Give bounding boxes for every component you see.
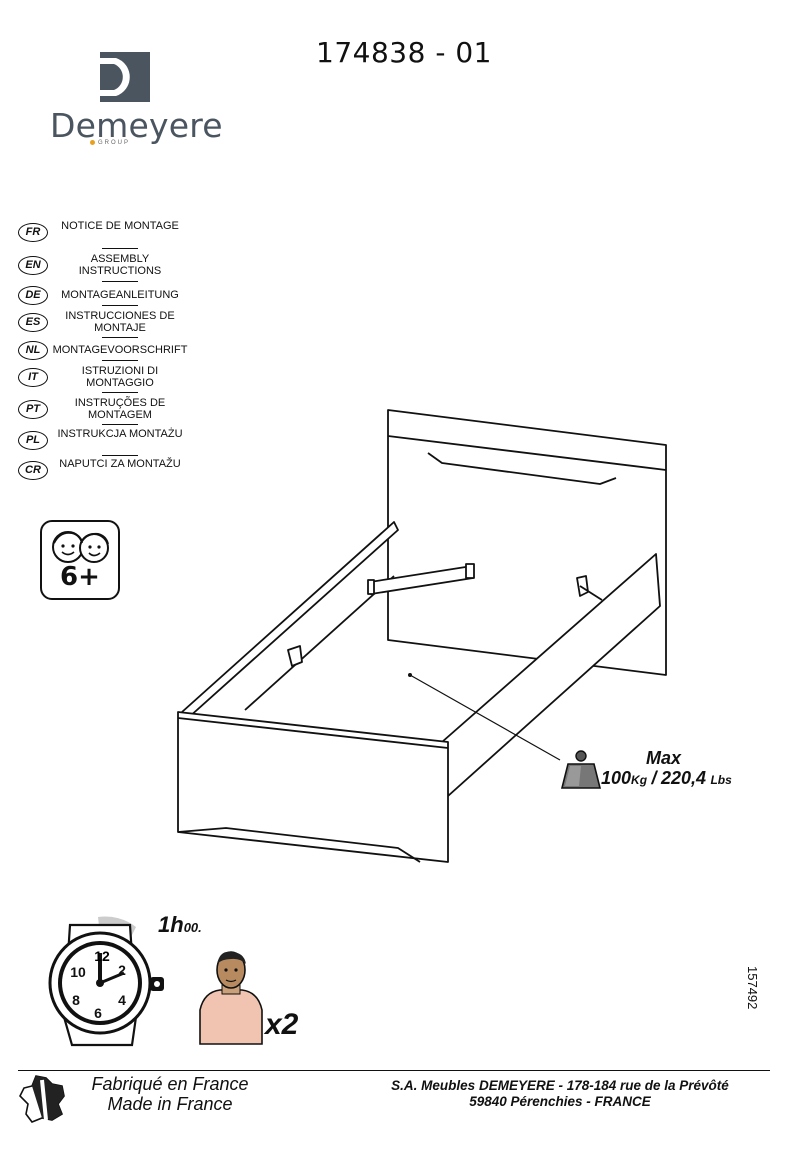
language-text: ISTRUZIONI DI MONTAGGIO (81, 365, 159, 389)
address-line-1: S.A. Meubles DEMEYERE - 178-184 rue de l… (391, 1078, 729, 1093)
max-load-label: Max (646, 748, 682, 768)
watch-number: 10 (70, 964, 86, 980)
language-text: MONTAGEVOORSCHRIFT (52, 344, 188, 356)
watch-number: 8 (72, 992, 80, 1008)
language-separator (102, 360, 138, 361)
language-code: ES (18, 313, 48, 332)
duration-hours: 1h (158, 912, 184, 937)
age-badge: 6+ (40, 520, 120, 600)
logo-accent-dot (90, 140, 95, 145)
language-separator (102, 424, 138, 425)
age-label: 6+ (60, 562, 100, 592)
language-code: EN (18, 256, 48, 275)
language-text: INSTRUCCIONES DE MONTAJE (65, 310, 175, 334)
children-faces-icon (52, 531, 109, 563)
demeyere-logo-icon (100, 52, 150, 102)
max-load-lbs: 220,4 (660, 768, 707, 788)
max-load-lbs-unit: Lbs (710, 773, 732, 787)
footer-divider (18, 1070, 770, 1071)
language-code: IT (18, 368, 48, 387)
max-load-separator: / (651, 768, 657, 788)
language-separator (102, 455, 138, 456)
language-separator (102, 392, 138, 393)
watch-number: 6 (94, 1005, 102, 1021)
language-code: CR (18, 461, 48, 480)
max-load-kg-unit: Kg (631, 773, 648, 787)
made-in-france-fr: Fabriqué en France (91, 1074, 249, 1094)
max-load-kg: 100 (601, 768, 632, 788)
language-separator (102, 281, 138, 282)
watch-number: 12 (94, 948, 110, 964)
address-line-2: 59840 Pérenchies - FRANCE (469, 1094, 651, 1109)
language-text: NOTICE DE MONTAGE (61, 220, 179, 232)
assembly-persons: x2 (265, 1008, 299, 1041)
person-icon (199, 951, 263, 1045)
assembly-duration: 1h00. (158, 912, 202, 938)
language-text: INSTRUÇÕES DE MONTAGEM (74, 397, 166, 421)
duration-minutes: 00. (183, 920, 202, 935)
made-in-france-en: Made in France (107, 1094, 233, 1114)
language-code: PT (18, 400, 48, 419)
language-text: MONTAGEANLEITUNG (61, 289, 179, 301)
language-text: ASSEMBLY INSTRUCTIONS (78, 253, 162, 277)
bed-assembly-illustration (177, 409, 667, 863)
language-text: NAPUTCI ZA MONTAŽU (59, 458, 181, 470)
side-reference-code: 157492 (745, 966, 760, 1010)
manufacturer-address: S.A. Meubles DEMEYERE - 178-184 rue de l… (340, 1078, 780, 1110)
language-separator (102, 248, 138, 249)
language-code: FR (18, 223, 48, 242)
language-code: DE (18, 286, 48, 305)
watch-number: 2 (118, 962, 126, 978)
language-separator (102, 337, 138, 338)
watch-number: 4 (118, 992, 126, 1008)
made-in-france: Fabriqué en France Made in France (70, 1074, 270, 1114)
language-separator (102, 305, 138, 306)
logo-name: Demeyere (50, 106, 223, 145)
watch-icon: 10 2 4 6 8 12 (48, 916, 164, 1047)
logo-subtitle: GROUP (98, 140, 131, 146)
max-load-value: 100Kg / 220,4 Lbs (601, 768, 732, 789)
document-reference: 174838 - 01 (316, 36, 492, 69)
language-code: NL (18, 341, 48, 360)
weight-icon (560, 750, 602, 789)
france-map-icon (19, 1075, 65, 1123)
language-code: PL (18, 431, 48, 450)
language-text: INSTRUKCJA MONTAŻU (57, 428, 183, 440)
